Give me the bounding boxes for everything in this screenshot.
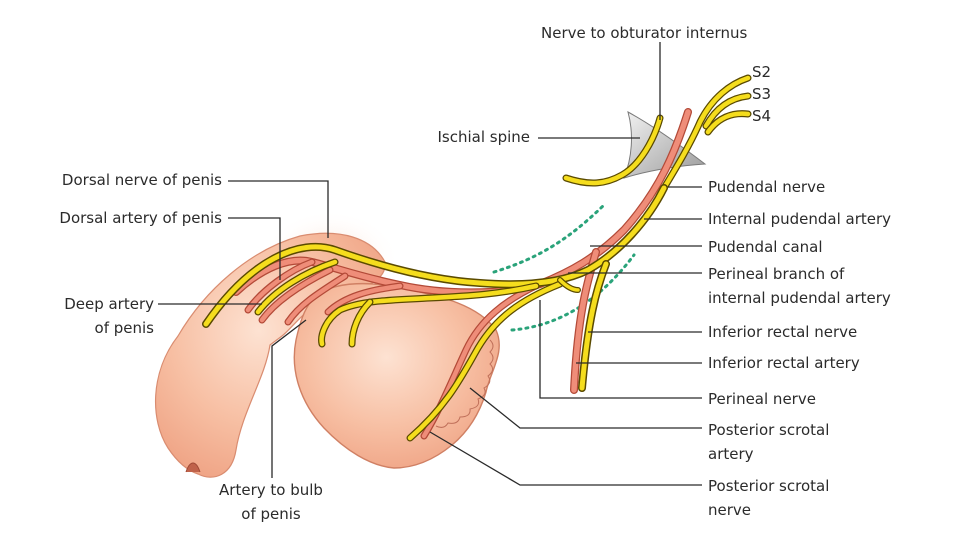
label-posterior-scrotal-nerve-1: Posterior scrotal (708, 477, 830, 495)
label-posterior-scrotal-artery-1: Posterior scrotal (708, 421, 830, 439)
label-pudendal-canal: Pudendal canal (708, 238, 823, 256)
label-inferior-rectal-artery: Inferior rectal artery (708, 354, 860, 372)
label-artery-bulb-2: of penis (241, 505, 301, 523)
label-s3: S3 (752, 85, 772, 103)
label-posterior-scrotal-artery-2: artery (708, 445, 754, 463)
label-deep-artery-2: of penis (94, 319, 154, 337)
label-perineal-branch-2: internal pudendal artery (708, 289, 891, 307)
label-perineal-nerve: Perineal nerve (708, 390, 816, 408)
label-posterior-scrotal-nerve-2: nerve (708, 501, 752, 519)
glans-notch (185, 462, 201, 473)
label-pudendal-nerve: Pudendal nerve (708, 178, 826, 196)
pudendal-canal-upper (492, 203, 606, 274)
label-nerve-obturator: Nerve to obturator internus (541, 24, 748, 42)
label-internal-pudendal-artery: Internal pudendal artery (708, 210, 892, 228)
label-dorsal-nerve: Dorsal nerve of penis (61, 171, 222, 189)
scrotum-wrinkles (435, 339, 494, 428)
label-inferior-rectal-nerve: Inferior rectal nerve (708, 323, 858, 341)
label-artery-bulb-1: Artery to bulb (219, 481, 323, 499)
nerves (202, 74, 752, 442)
label-deep-artery-1: Deep artery (64, 295, 154, 313)
label-s2: S2 (752, 63, 772, 81)
label-dorsal-artery: Dorsal artery of penis (59, 209, 222, 227)
pudendal-canal-lower (510, 253, 636, 332)
leader-lines (158, 42, 702, 486)
label-ischial-spine: Ischial spine (437, 128, 530, 146)
label-s4: S4 (752, 107, 772, 125)
label-perineal-branch-1: Perineal branch of (708, 265, 845, 283)
